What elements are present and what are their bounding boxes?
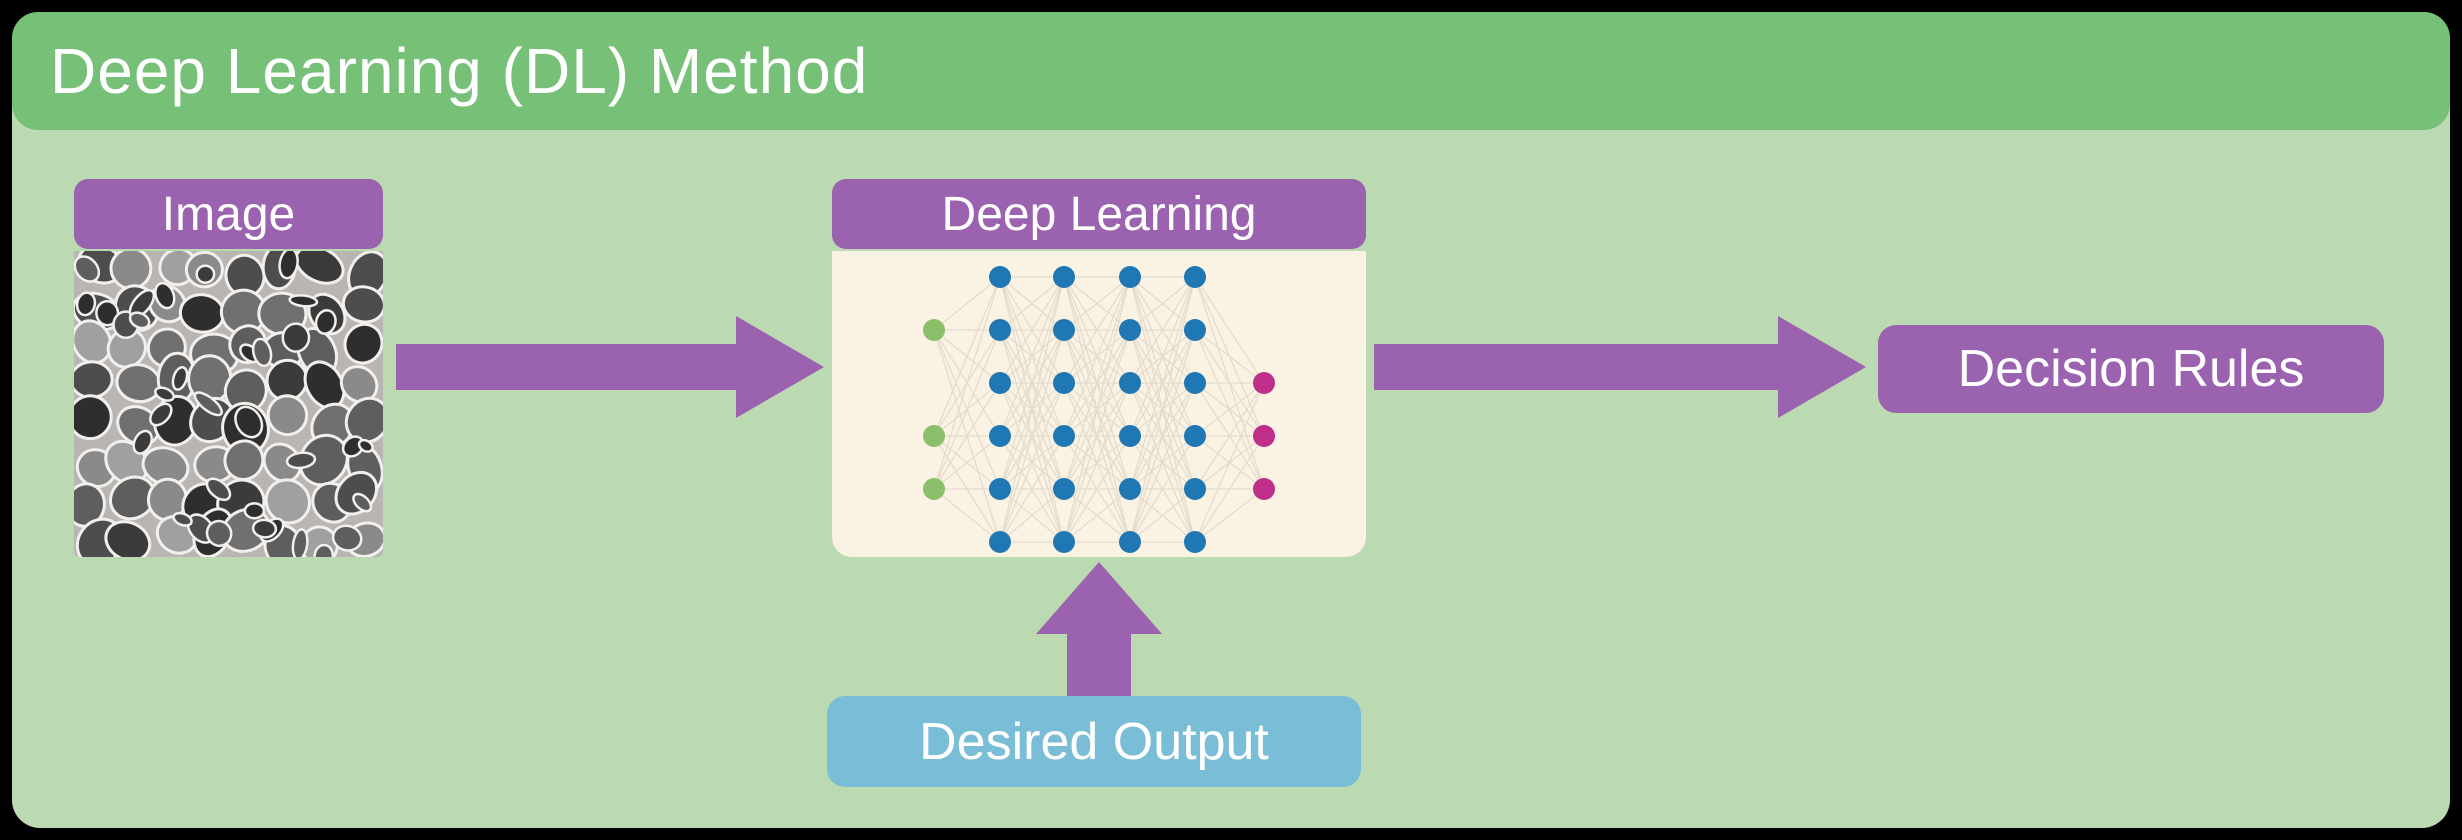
arrow-image-to-network [396, 314, 826, 420]
deep-learning-label: Deep Learning [832, 179, 1366, 249]
image-label: Image [74, 179, 383, 249]
arrow-network-to-decision [1374, 314, 1868, 420]
desired-output-label: Desired Output [827, 696, 1361, 787]
neural-network-box [832, 251, 1366, 557]
neural-network-graphic [923, 266, 1275, 553]
arrow-desired-output-to-network [1036, 562, 1162, 702]
cell-micrograph-image [74, 251, 383, 557]
header-bar: Deep Learning (DL) Method [12, 12, 2450, 130]
decision-rules-label: Decision Rules [1878, 325, 2384, 413]
page-title: Deep Learning (DL) Method [50, 35, 869, 107]
